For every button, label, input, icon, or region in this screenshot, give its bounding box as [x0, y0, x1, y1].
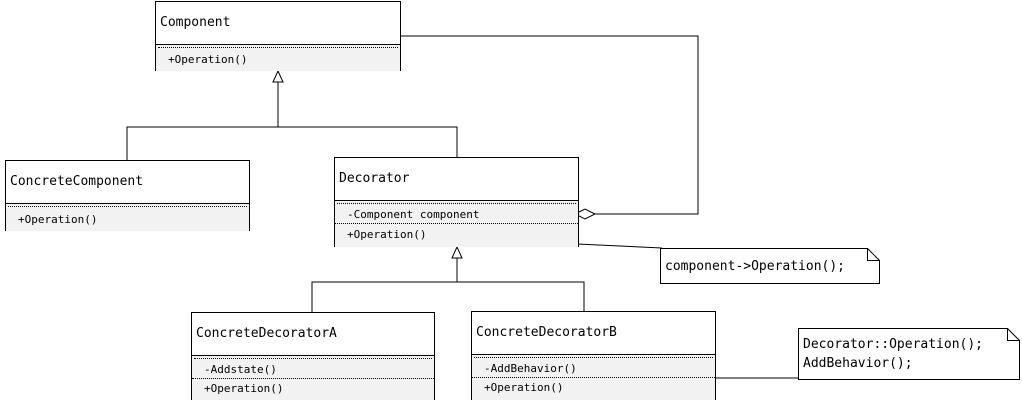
- class-name: Component: [156, 2, 400, 45]
- class-name: ConcreteComponent: [6, 161, 249, 204]
- operation: +Operation(): [168, 53, 248, 66]
- operations-section: +Operation(): [6, 204, 249, 231]
- class-concrete-decorator-b[interactable]: ConcreteDecoratorB -AddBehavior() +Opera…: [471, 311, 716, 400]
- attributes-section: -Component component: [335, 201, 578, 224]
- attribute: -Component component: [347, 208, 480, 221]
- operations-section: +Operation(): [156, 45, 400, 71]
- operation: +Operation(): [204, 382, 284, 395]
- operation: +Operation(): [18, 213, 98, 226]
- class-decorator[interactable]: Decorator -Component component +Operatio…: [334, 157, 579, 247]
- note-text-line-2: AddBehavior();: [803, 356, 913, 371]
- class-concrete-decorator-a[interactable]: ConcreteDecoratorA -Addstate() +Operatio…: [191, 312, 435, 400]
- class-component[interactable]: Component +Operation(): [155, 1, 401, 71]
- note-text: component->Operation();: [665, 259, 846, 274]
- note-shape: [798, 328, 1020, 380]
- generalization-arrow-component: [272, 69, 284, 83]
- class-concrete-component[interactable]: ConcreteComponent +Operation(): [5, 160, 250, 231]
- attributes-section: -AddBehavior(): [472, 355, 715, 378]
- operations-section: +Operation(): [472, 378, 715, 400]
- attribute: -AddBehavior(): [484, 362, 577, 375]
- attributes-section: -Addstate(): [192, 356, 434, 379]
- generalization-arrow-decorator: [451, 245, 463, 259]
- note-concrete-decorator-b[interactable]: Decorator::Operation(); AddBehavior();: [798, 328, 1020, 380]
- operations-section: +Operation(): [335, 224, 578, 247]
- operation: +Operation(): [484, 381, 564, 394]
- operations-section: +Operation(): [192, 379, 434, 400]
- operation: +Operation(): [347, 228, 427, 241]
- generalization-line-decorator: [311, 258, 585, 312]
- class-name: ConcreteDecoratorB: [472, 312, 715, 355]
- generalization-line-component: [126, 82, 458, 160]
- attribute: -Addstate(): [204, 363, 277, 376]
- aggregation-diamond: [573, 208, 597, 220]
- note-text-line-1: Decorator::Operation();: [803, 337, 984, 352]
- class-name: Decorator: [335, 158, 578, 201]
- aggregation-line: [401, 35, 699, 215]
- note-shape: [660, 248, 880, 284]
- note-decorator-operation[interactable]: component->Operation();: [660, 248, 880, 284]
- class-name: ConcreteDecoratorA: [192, 313, 434, 356]
